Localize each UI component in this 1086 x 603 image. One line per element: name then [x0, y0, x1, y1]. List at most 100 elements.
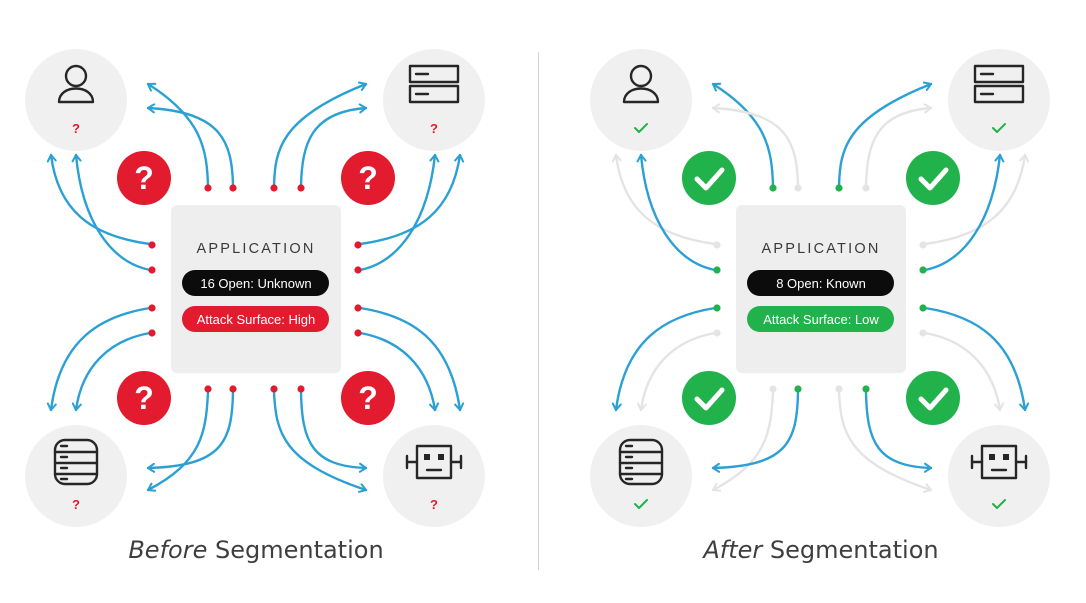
node-after-top-left [590, 49, 692, 151]
question-badge-before-2 [117, 371, 171, 425]
link-before-14 [272, 390, 368, 493]
link-after-1 [711, 103, 800, 188]
port-dot-after-10 [769, 385, 777, 393]
link-before-7 [358, 153, 440, 272]
port-dot-after-3 [713, 266, 721, 274]
check-icon [694, 387, 725, 411]
node-mark-before-top-right: ? [430, 121, 438, 136]
port-dot-before-13 [354, 329, 362, 337]
port-dot-after-13 [919, 329, 927, 337]
link-before-4 [272, 81, 368, 188]
link-after-13 [923, 331, 1005, 412]
link-before-5 [299, 103, 368, 188]
port-dot-after-8 [713, 304, 721, 312]
question-badge-before-0 [117, 151, 171, 205]
caption-before: Before Segmentation [26, 536, 486, 564]
caption-after-emphasis: After [703, 536, 763, 564]
check-icon [918, 167, 949, 191]
port-dot-before-12 [354, 304, 362, 312]
caption-before-emphasis: Before [128, 536, 208, 564]
port-dot-before-8 [148, 304, 156, 312]
link-after-15 [864, 390, 933, 473]
surface-label-after: Attack Surface: Low [763, 312, 879, 327]
database-icon [618, 438, 664, 486]
link-before-12 [358, 306, 465, 412]
surface-pill-after [747, 306, 894, 332]
node-before-top-left [25, 49, 127, 151]
panel-divider [538, 52, 539, 570]
node-before-top-right [383, 49, 485, 151]
open-pill-before [182, 270, 329, 296]
link-after-3 [636, 153, 717, 272]
link-after-8 [611, 306, 717, 412]
robot-icon [405, 444, 463, 480]
check-badge-after-1 [906, 151, 960, 205]
port-dot-after-0 [769, 184, 777, 192]
link-before-9 [71, 331, 152, 412]
port-dot-before-2 [148, 241, 156, 249]
node-before-bottom-left [25, 425, 127, 527]
port-dot-before-11 [229, 385, 237, 393]
port-dot-after-6 [919, 241, 927, 249]
user-icon [57, 64, 95, 104]
port-dot-before-1 [229, 184, 237, 192]
link-before-8 [46, 306, 152, 412]
open-pill-after [747, 270, 894, 296]
database-icon [53, 438, 99, 486]
server-icon [408, 64, 460, 104]
link-before-13 [358, 331, 440, 412]
open-label-after: 8 Open: Known [776, 276, 866, 291]
port-dot-before-3 [148, 266, 156, 274]
link-before-15 [299, 390, 368, 473]
port-dot-before-5 [297, 184, 305, 192]
link-after-12 [923, 306, 1030, 412]
open-label-before: 16 Open: Unknown [200, 276, 311, 291]
link-after-14 [837, 390, 933, 493]
port-dot-before-9 [148, 329, 156, 337]
link-before-1 [146, 103, 235, 188]
port-dot-after-2 [713, 241, 721, 249]
question-icon: ? [358, 380, 378, 416]
check-badge-after-2 [682, 371, 736, 425]
server-icon [973, 64, 1025, 104]
node-mark-after-top-right [992, 123, 1006, 133]
check-icon [918, 387, 949, 411]
node-after-bottom-right [948, 425, 1050, 527]
caption-after: After Segmentation [591, 536, 1051, 564]
port-dot-before-6 [354, 241, 362, 249]
node-mark-before-bottom-right: ? [430, 497, 438, 512]
port-dot-before-14 [270, 385, 278, 393]
port-dot-after-1 [794, 184, 802, 192]
link-before-10 [146, 390, 210, 492]
node-mark-after-bottom-left [634, 499, 648, 509]
caption-before-rest: Segmentation [207, 536, 384, 564]
application-title-after: APPLICATION [761, 241, 880, 257]
link-after-9 [636, 331, 717, 412]
link-before-11 [146, 390, 235, 473]
question-badge-before-3 [341, 371, 395, 425]
port-dot-before-4 [270, 184, 278, 192]
question-icon: ? [358, 160, 378, 196]
question-icon: ? [134, 380, 154, 416]
check-badge-after-3 [906, 371, 960, 425]
link-after-10 [711, 390, 775, 492]
node-mark-before-bottom-left: ? [72, 497, 80, 512]
node-mark-before-top-left: ? [72, 121, 80, 136]
check-badge-after-0 [682, 151, 736, 205]
node-mark-after-bottom-right [992, 499, 1006, 509]
port-dot-after-9 [713, 329, 721, 337]
link-before-2 [46, 153, 152, 246]
link-after-7 [923, 153, 1005, 272]
surface-label-before: Attack Surface: High [197, 312, 316, 327]
link-before-3 [71, 153, 152, 272]
port-dot-before-7 [354, 266, 362, 274]
node-after-top-right [948, 49, 1050, 151]
port-dot-before-15 [297, 385, 305, 393]
link-after-11 [711, 390, 800, 473]
check-icon [694, 167, 725, 191]
link-after-4 [837, 81, 933, 188]
